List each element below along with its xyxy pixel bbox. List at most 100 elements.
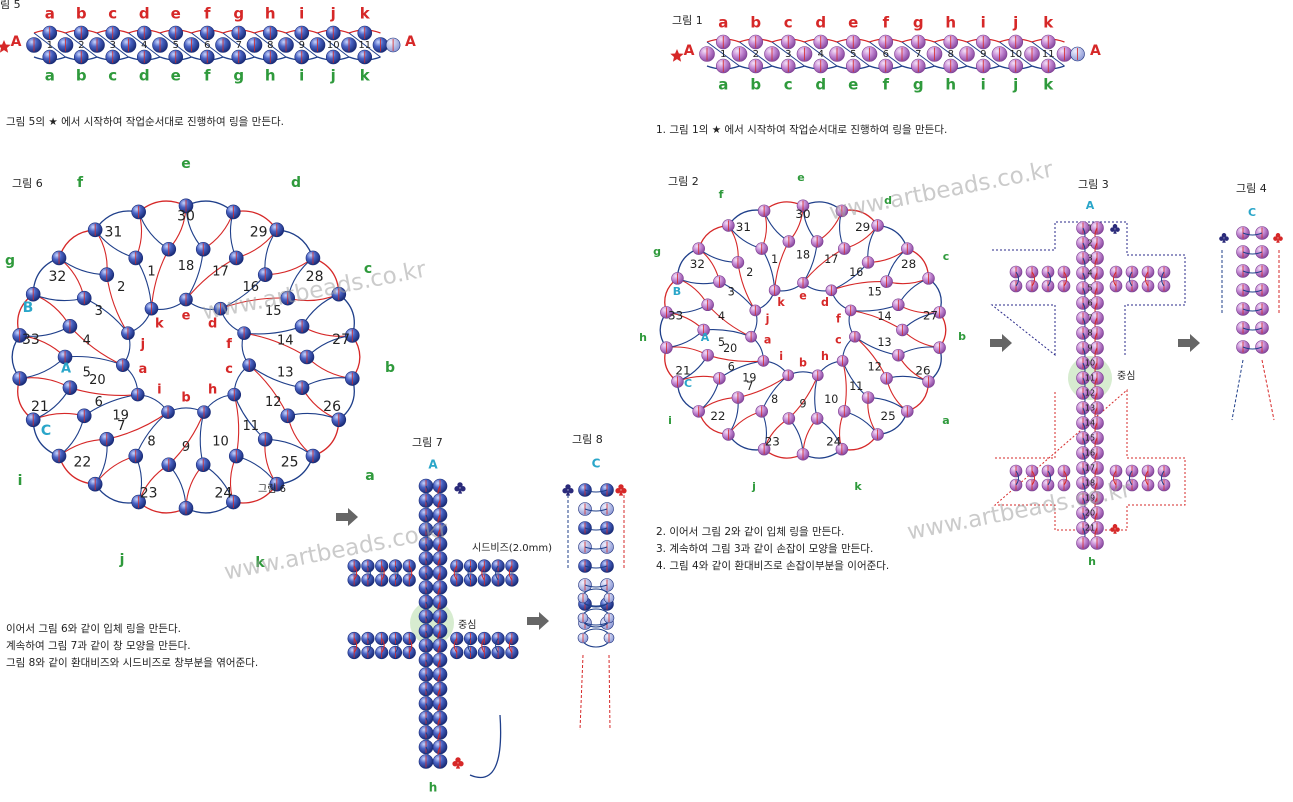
fig4-thread (1242, 270, 1263, 274)
top-letter: h (945, 14, 956, 32)
mid-bead (810, 235, 824, 248)
mid-bead (76, 408, 92, 424)
mid-bead (697, 323, 710, 337)
fig3-top-label: A (1086, 199, 1095, 212)
inner-bead (116, 358, 130, 372)
inner-bead (227, 387, 242, 402)
inner-thread (707, 354, 764, 363)
outer-letter-j: j (119, 552, 125, 568)
handle-bead (1076, 536, 1090, 550)
bottom-letter: j (330, 67, 336, 85)
fig4-thread (1242, 289, 1263, 293)
end-bead (1070, 46, 1085, 62)
fig4-title: 그림 4 (1236, 182, 1267, 195)
thread-cross (706, 41, 740, 67)
top-bead (325, 25, 341, 41)
bottom-letter: h (265, 67, 276, 85)
fig8-tail (608, 654, 611, 731)
handle-number: 1 (1087, 224, 1092, 233)
fig8-thread (584, 565, 608, 569)
bottom-bead (294, 49, 310, 65)
arm-bead (450, 631, 464, 646)
inner-bead (849, 330, 861, 343)
left-fig7: Ah (347, 458, 519, 795)
seed-bead (603, 612, 615, 624)
fig8-thread (584, 584, 608, 588)
bead-number: 5 (850, 49, 856, 60)
arm-thread (508, 565, 513, 581)
cyan-letter-c: C (41, 423, 51, 439)
middle-bead (183, 37, 200, 53)
bottom-letter: g (233, 67, 244, 85)
loop-number: 15 (265, 304, 282, 319)
mid-bead (861, 391, 875, 404)
arm-thread (495, 638, 499, 653)
middle-bead (372, 37, 389, 53)
arm-thread (381, 565, 385, 581)
bottom-bead (878, 58, 894, 74)
mid-bead (713, 275, 726, 288)
inner-letter: k (777, 296, 785, 309)
inner-letter: h (208, 383, 217, 398)
handle-number: 14 (1085, 419, 1095, 428)
fig5-caption: 그림 5의 ★ 에서 시작하여 작업순서대로 진행하여 링을 만든다. (6, 116, 284, 128)
inner-bead (179, 292, 193, 307)
loop-number: 20 (723, 342, 737, 355)
handle-number: 8 (1087, 329, 1092, 338)
loop-number: 27 (332, 332, 350, 348)
bottom-letter: e (848, 76, 858, 94)
outer-letter: d (884, 194, 892, 207)
loop-number: 32 (690, 257, 705, 271)
mid-bead (896, 323, 909, 337)
club-icon (1110, 224, 1120, 234)
fig4-thread (1242, 251, 1263, 255)
top-bead (262, 25, 278, 41)
arm-thread (353, 565, 358, 581)
outer-letter-a: a (365, 468, 374, 484)
top-bead (168, 25, 184, 41)
loop-number: 16 (243, 280, 260, 295)
club-leaf (1110, 227, 1115, 232)
handle-number: 20 (1085, 509, 1095, 518)
seed-bead (603, 632, 615, 644)
middle-bead (246, 37, 263, 53)
middle-bead (764, 46, 780, 62)
fig8-thread (584, 489, 608, 493)
loop-number: 11 (243, 419, 260, 434)
top-bead (878, 34, 894, 50)
thread-cross (966, 41, 1000, 67)
outer-bead (269, 222, 285, 238)
bottom-letter: j (1012, 76, 1018, 94)
spoke-thread (306, 356, 353, 380)
thread-cross (222, 32, 255, 58)
bead-number: 6 (204, 40, 210, 51)
handle-number: 15 (1085, 434, 1095, 443)
loop-number: 23 (140, 486, 158, 502)
bottom-bead (73, 49, 89, 65)
inner-letter: k (155, 316, 164, 331)
thread-cross (96, 32, 129, 58)
club-leaf (458, 761, 464, 767)
bead-number: 2 (78, 40, 84, 51)
fig4-thread (1242, 308, 1263, 312)
arrow-right-icon (1178, 334, 1200, 352)
loop-number: 4 (718, 310, 725, 323)
cyan-letter: A (701, 331, 710, 344)
handle-arm-thread (1063, 470, 1067, 486)
bottom-bead (357, 49, 373, 65)
loop-number: 9 (182, 440, 190, 455)
outer-bead (331, 412, 347, 428)
bottom-bead (262, 49, 278, 65)
bottom-letter: i (981, 76, 986, 94)
inner-letter: c (225, 362, 233, 377)
loop-number: 17 (212, 264, 229, 279)
club-icon (562, 484, 574, 496)
thread-cross (739, 41, 773, 67)
club-leaf (621, 488, 627, 494)
outer-letter-c: c (364, 261, 372, 277)
top-bead (748, 34, 764, 50)
bottom-letter: f (882, 76, 889, 94)
top-bead (780, 34, 796, 50)
mid-bead (195, 457, 211, 473)
